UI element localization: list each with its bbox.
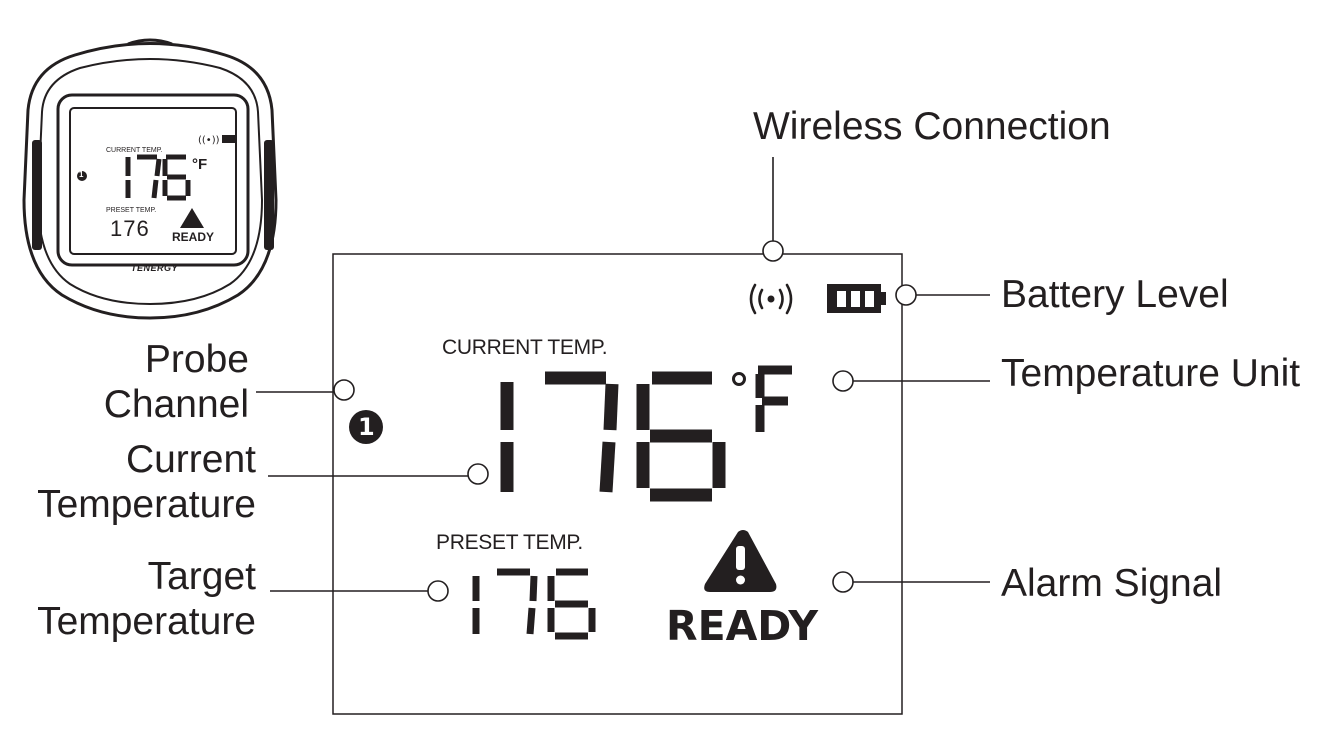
mini-status: READY xyxy=(172,230,215,244)
current-temperature-label-line1: Current xyxy=(125,438,256,481)
current-temperature-label-line2: Temperature xyxy=(37,483,256,526)
probe-channel-number: 1 xyxy=(358,413,375,441)
wireless-icon xyxy=(749,283,793,315)
temperature-unit-label: Temperature Unit xyxy=(1001,352,1301,395)
mini-current-label: CURRENT TEMP. xyxy=(106,147,163,154)
brand-logo: TENERGY xyxy=(131,263,179,273)
preset-temp-digits xyxy=(472,568,596,640)
device-illustration: ((•)) xyxy=(22,38,278,320)
target-temperature-label-line1: Target xyxy=(147,555,256,598)
mini-preset-value: 176 xyxy=(110,216,150,241)
probe-channel-label-line2: Channel xyxy=(103,383,249,426)
mini-unit: °F xyxy=(192,156,208,173)
battery-icon xyxy=(827,284,886,313)
lcd-panel xyxy=(332,253,903,715)
wireless-connection-label: Wireless Connection xyxy=(753,105,1111,148)
mini-channel: 1 xyxy=(79,170,84,179)
preset-temp-label: PRESET TEMP. xyxy=(436,531,583,554)
temperature-unit-glyph xyxy=(732,365,792,432)
mini-preset-label: PRESET TEMP. xyxy=(106,207,157,214)
battery-level-label: Battery Level xyxy=(1001,273,1229,316)
alarm-signal-label: Alarm Signal xyxy=(1001,562,1223,605)
probe-channel-badge xyxy=(349,410,383,444)
alarm-warning-icon xyxy=(704,530,777,592)
svg-text:((•)): ((•)) xyxy=(198,135,220,146)
probe-channel-label-line1: Probe xyxy=(144,338,249,381)
current-temp-label: CURRENT TEMP. xyxy=(442,336,608,359)
callout-lines xyxy=(256,157,990,602)
ready-status: READY xyxy=(666,602,819,650)
target-temperature-label-line2: Temperature xyxy=(37,600,256,643)
current-temp-digits xyxy=(500,371,726,502)
